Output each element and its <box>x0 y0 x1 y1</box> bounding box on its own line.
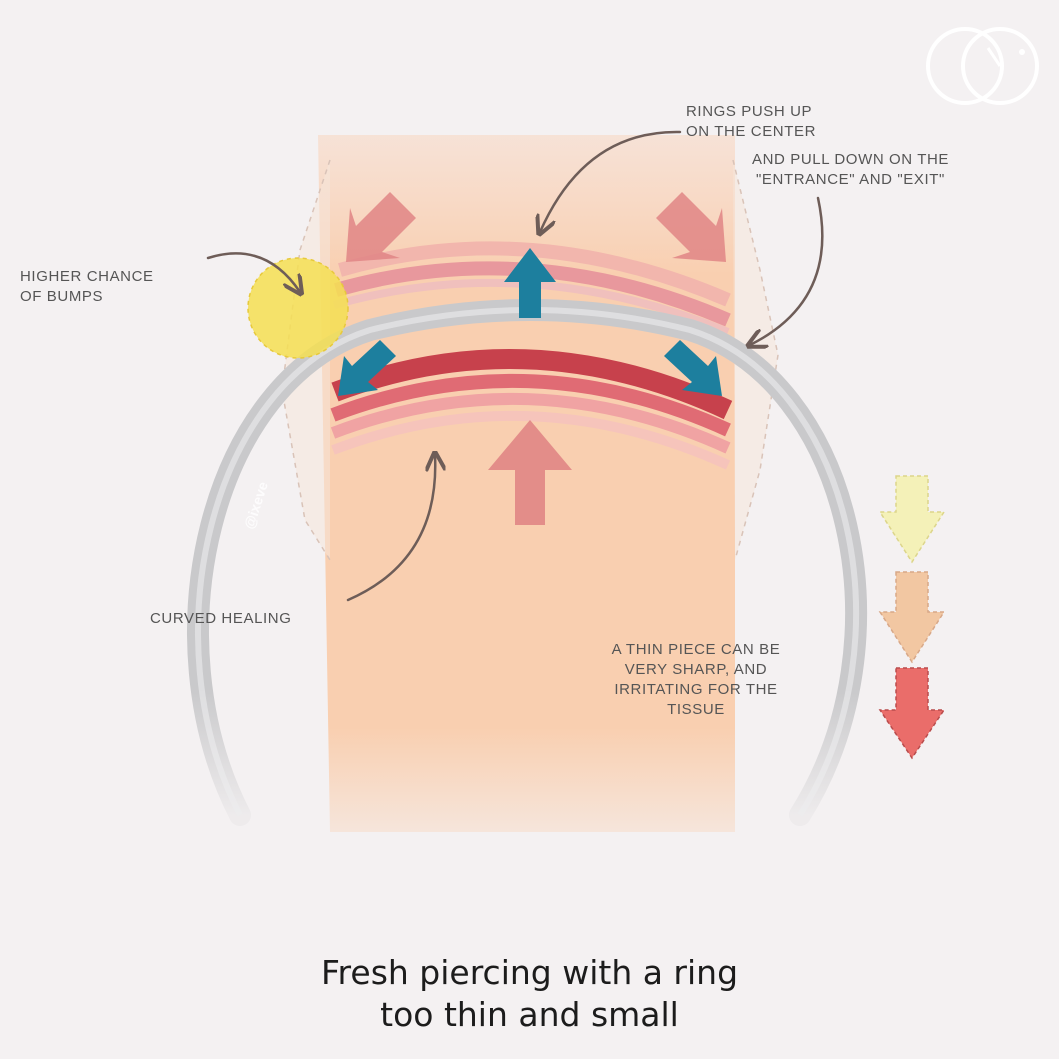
double-ring-logo <box>926 27 1039 105</box>
severity-scale <box>878 475 946 760</box>
pressure-arrow-right <box>656 192 726 262</box>
caption-line2: too thin and small <box>380 995 679 1034</box>
scale-arrow-red <box>878 667 946 760</box>
curved-healing-callout-arrow <box>346 455 435 602</box>
callout-arrows <box>206 130 824 602</box>
caption: Fresh piercing with a ring too thin and … <box>0 952 1059 1036</box>
scale-arrow-peach <box>878 571 946 664</box>
thin-piece-label-line2: VERY SHARP, AND <box>625 661 767 678</box>
pressure-arrow-left <box>346 192 416 262</box>
tissue-pressure-arrows <box>346 192 726 525</box>
bump-marker <box>247 257 349 359</box>
ring-watermark: @ixeve <box>241 479 271 530</box>
push-arrow-down-left <box>338 340 396 396</box>
ring-push-arrows <box>338 248 722 396</box>
scale-arrow-yellow <box>878 475 946 564</box>
push-arrow-up <box>504 248 556 318</box>
thin-piece-label-line4: TISSUE <box>667 701 725 718</box>
lower-inflamed-bands <box>330 349 733 470</box>
rings-push-label-line2: ON THE CENTER <box>686 123 816 140</box>
caption-line1: Fresh piercing with a ring <box>320 953 739 992</box>
rings-push-callout-arrow <box>540 130 682 232</box>
pull-down-label-line2: "ENTRANCE" AND "EXIT" <box>756 171 945 188</box>
bumps-callout-arrow <box>206 252 300 292</box>
pressure-arrow-up <box>488 420 572 525</box>
thin-piece-label-line1: A THIN PIECE CAN BE <box>612 641 781 658</box>
push-arrow-down-right <box>664 340 722 396</box>
curved-healing-label: CURVED HEALING <box>150 610 292 627</box>
bumps-label-line2: OF BUMPS <box>20 288 103 305</box>
bumps-label-line1: HIGHER CHANCE <box>20 268 154 285</box>
thin-piece-label-line3: IRRITATING FOR THE <box>614 681 777 698</box>
pull-down-callout-arrow <box>750 196 824 345</box>
pull-down-label-line1: AND PULL DOWN ON THE <box>752 151 949 168</box>
diagram-labels: RINGS PUSH UP ON THE CENTER AND PULL DOW… <box>20 103 949 718</box>
rings-push-label-line1: RINGS PUSH UP <box>686 103 812 120</box>
